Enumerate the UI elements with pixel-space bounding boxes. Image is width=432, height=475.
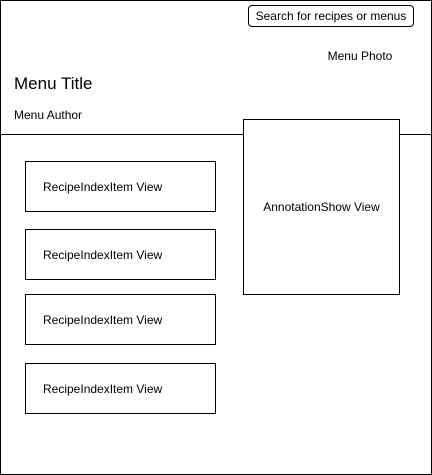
annotation-show-label: AnnotationShow View xyxy=(263,200,380,214)
menu-photo: Menu Photo xyxy=(327,49,393,63)
annotation-show-view: AnnotationShow View xyxy=(243,119,400,295)
menu-author: Menu Author xyxy=(14,108,83,122)
menu-title: Menu Title xyxy=(14,74,93,93)
recipe-index-item-label: RecipeIndexItem View xyxy=(43,247,163,262)
recipe-index-item[interactable]: RecipeIndexItem View xyxy=(25,363,216,414)
recipe-index-item[interactable]: RecipeIndexItem View xyxy=(25,229,216,280)
recipe-index-item-label: RecipeIndexItem View xyxy=(43,312,163,327)
recipe-index-item-label: RecipeIndexItem View xyxy=(43,381,163,396)
recipe-index-item-label: RecipeIndexItem View xyxy=(43,179,163,194)
recipe-index-item[interactable]: RecipeIndexItem View xyxy=(25,294,216,345)
recipe-index-item[interactable]: RecipeIndexItem View xyxy=(25,161,216,212)
search-input[interactable]: Search for recipes or menus xyxy=(248,5,414,27)
header-divider xyxy=(0,134,432,135)
